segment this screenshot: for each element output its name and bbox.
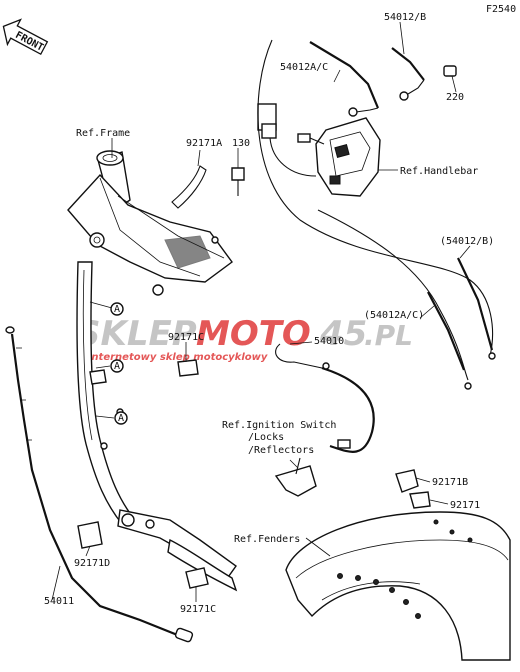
watermark-brand-left: SKLEP <box>76 314 197 354</box>
handlebar-switch-drawing <box>257 103 381 197</box>
label-92171: 92171 <box>450 500 480 511</box>
label-ref-frame: Ref.Frame <box>76 128 130 139</box>
watermark-tagline: internetowy sklep motocyklowy <box>88 352 268 363</box>
label-92171a: 92171A <box>186 138 222 149</box>
label-54012b: 54012/B <box>384 12 426 23</box>
callout-a-2: A <box>95 359 124 373</box>
label-54012b-paren: (54012/B) <box>440 236 494 247</box>
watermark-brand-right: MOTO <box>196 314 311 354</box>
svg-text:A: A <box>114 361 120 372</box>
label-92171c-bottom: 92171C <box>180 604 216 615</box>
speedometer-cable-drawing <box>5 326 194 643</box>
svg-text:A: A <box>118 413 124 424</box>
label-220: 220 <box>446 92 464 103</box>
watermark: SKLEP MOTO 45 .PL internetowy sklep moto… <box>76 314 413 363</box>
svg-text:A: A <box>114 304 120 315</box>
label-54011: 54011 <box>44 596 74 607</box>
label-ref-ignition-locks: /Locks <box>248 432 284 443</box>
label-130: 130 <box>232 138 250 149</box>
label-54012ac-paren: (54012A/C) <box>364 310 424 321</box>
front-direction-arrow: FRONT <box>2 18 49 56</box>
choke-cable-drawing <box>275 343 375 453</box>
label-ref-ignition-reflectors: /Reflectors <box>248 445 314 456</box>
ignition-switch-drawing <box>274 457 317 497</box>
callout-a-3: A <box>95 411 128 425</box>
watermark-brand-number: 45 <box>319 314 367 354</box>
label-92171d: 92171D <box>74 558 110 569</box>
leader-lines <box>51 21 471 602</box>
label-ref-fenders: Ref.Fenders <box>234 534 300 545</box>
watermark-brand-suffix: .PL <box>364 319 413 352</box>
diagram-id: F2540 <box>486 4 516 15</box>
throttle-cable-drawing <box>257 39 496 390</box>
label-92171b: 92171B <box>432 477 468 488</box>
cable-clamps-drawing <box>77 359 209 589</box>
frame-drawing <box>67 150 245 592</box>
label-54012ac: 54012A/C <box>280 62 328 73</box>
label-54010: 54010 <box>314 336 344 347</box>
label-92171c-top: 92171C <box>168 332 204 343</box>
callout-a-1: A <box>89 301 124 316</box>
label-ref-ignition-switch: Ref.Ignition Switch <box>222 420 336 431</box>
rear-fender-drawing <box>285 469 511 661</box>
label-ref-handlebar: Ref.Handlebar <box>400 166 478 177</box>
